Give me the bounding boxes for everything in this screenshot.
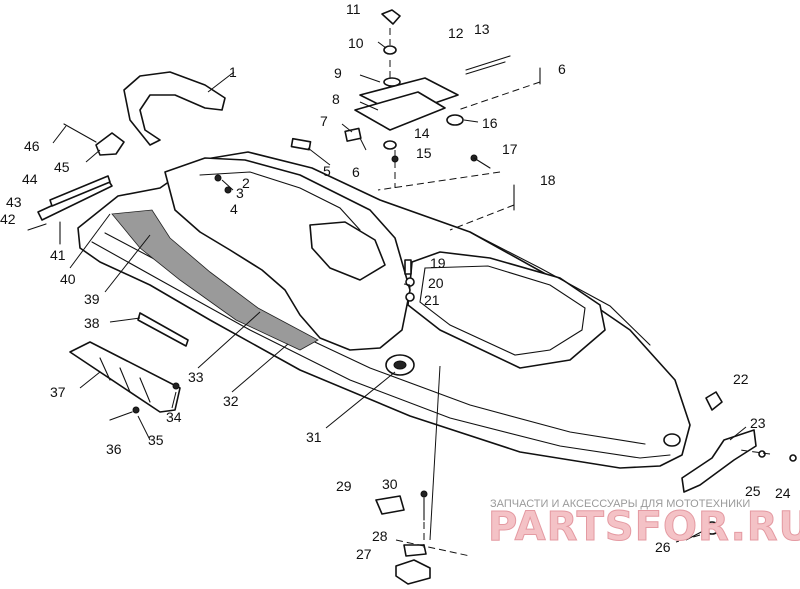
- leader-lines: [52, 41, 747, 541]
- callout-29: 29: [336, 478, 352, 494]
- handle-pole: [123, 71, 226, 146]
- callout-32: 32: [223, 393, 239, 409]
- callout-6b: 6: [558, 61, 566, 77]
- hatch-cover: [354, 9, 511, 163]
- watermark-logo: PARTSFOR.RU: [488, 504, 800, 550]
- callout-44: 44: [22, 171, 38, 187]
- callout-35: 35: [148, 432, 164, 448]
- callout-30: 30: [382, 476, 398, 492]
- bottom-hardware: [375, 490, 431, 585]
- watermark-tagline: ЗАПЧАСТИ И АКСЕССУАРЫ ДЛЯ МОТОТЕХНИКИ: [490, 498, 750, 510]
- callout-45: 45: [54, 159, 70, 175]
- side-trim: [69, 341, 181, 413]
- callout-19: 19: [430, 255, 446, 271]
- callout-40: 40: [60, 271, 76, 287]
- callout-24: 24: [775, 485, 791, 501]
- callout-36: 36: [106, 441, 122, 457]
- callout-38: 38: [84, 315, 100, 331]
- callout-11: 11: [346, 1, 361, 17]
- callout-23: 23: [750, 415, 766, 431]
- callout-15: 15: [416, 145, 432, 161]
- callout-33: 33: [188, 369, 204, 385]
- callout-31: 31: [306, 429, 322, 445]
- callout-7: 7: [320, 113, 328, 129]
- callout-10: 10: [348, 35, 364, 51]
- callout-26: 26: [655, 539, 671, 555]
- rear-right-hardware: [681, 391, 797, 535]
- callout-2: 2: [242, 175, 250, 191]
- callout-21: 21: [424, 292, 440, 308]
- callout-12: 12: [448, 25, 464, 41]
- callout-25: 25: [745, 483, 761, 499]
- callout-28: 28: [372, 528, 388, 544]
- callout-14: 14: [414, 125, 430, 141]
- callout-13: 13: [474, 21, 490, 37]
- callout-41: 41: [50, 247, 66, 263]
- callout-27: 27: [356, 546, 372, 562]
- callout-39: 39: [84, 291, 100, 307]
- callout-17: 17: [502, 141, 518, 157]
- callout-22: 22: [733, 371, 749, 387]
- callout-34: 34: [166, 409, 182, 425]
- callout-6a: 6: [352, 164, 360, 180]
- callout-43: 43: [6, 194, 22, 210]
- callout-5: 5: [323, 163, 331, 179]
- bow-eye: [663, 433, 681, 447]
- callout-46: 46: [24, 138, 40, 154]
- callout-18: 18: [540, 172, 556, 188]
- callout-1: 1: [229, 64, 237, 80]
- callout-16: 16: [482, 115, 498, 131]
- callout-9: 9: [334, 65, 342, 81]
- callout-labels: 1 2 3 4 5 6 6 7 8 9 10 11 12 13 14 15 16…: [0, 1, 791, 562]
- front-deck-recess: [407, 251, 606, 369]
- callout-8: 8: [332, 91, 340, 107]
- watermark: ЗАПЧАСТИ И АКСЕССУАРЫ ДЛЯ МОТОТЕХНИКИ PA…: [488, 498, 800, 551]
- steering-console: [164, 157, 415, 376]
- foot-well-mat: [111, 209, 319, 351]
- callout-3: 3: [236, 185, 244, 201]
- callout-42: 42: [0, 211, 16, 227]
- callout-37: 37: [50, 384, 66, 400]
- callout-20: 20: [428, 275, 444, 291]
- callout-4: 4: [230, 201, 238, 217]
- left-hardware: [27, 123, 125, 245]
